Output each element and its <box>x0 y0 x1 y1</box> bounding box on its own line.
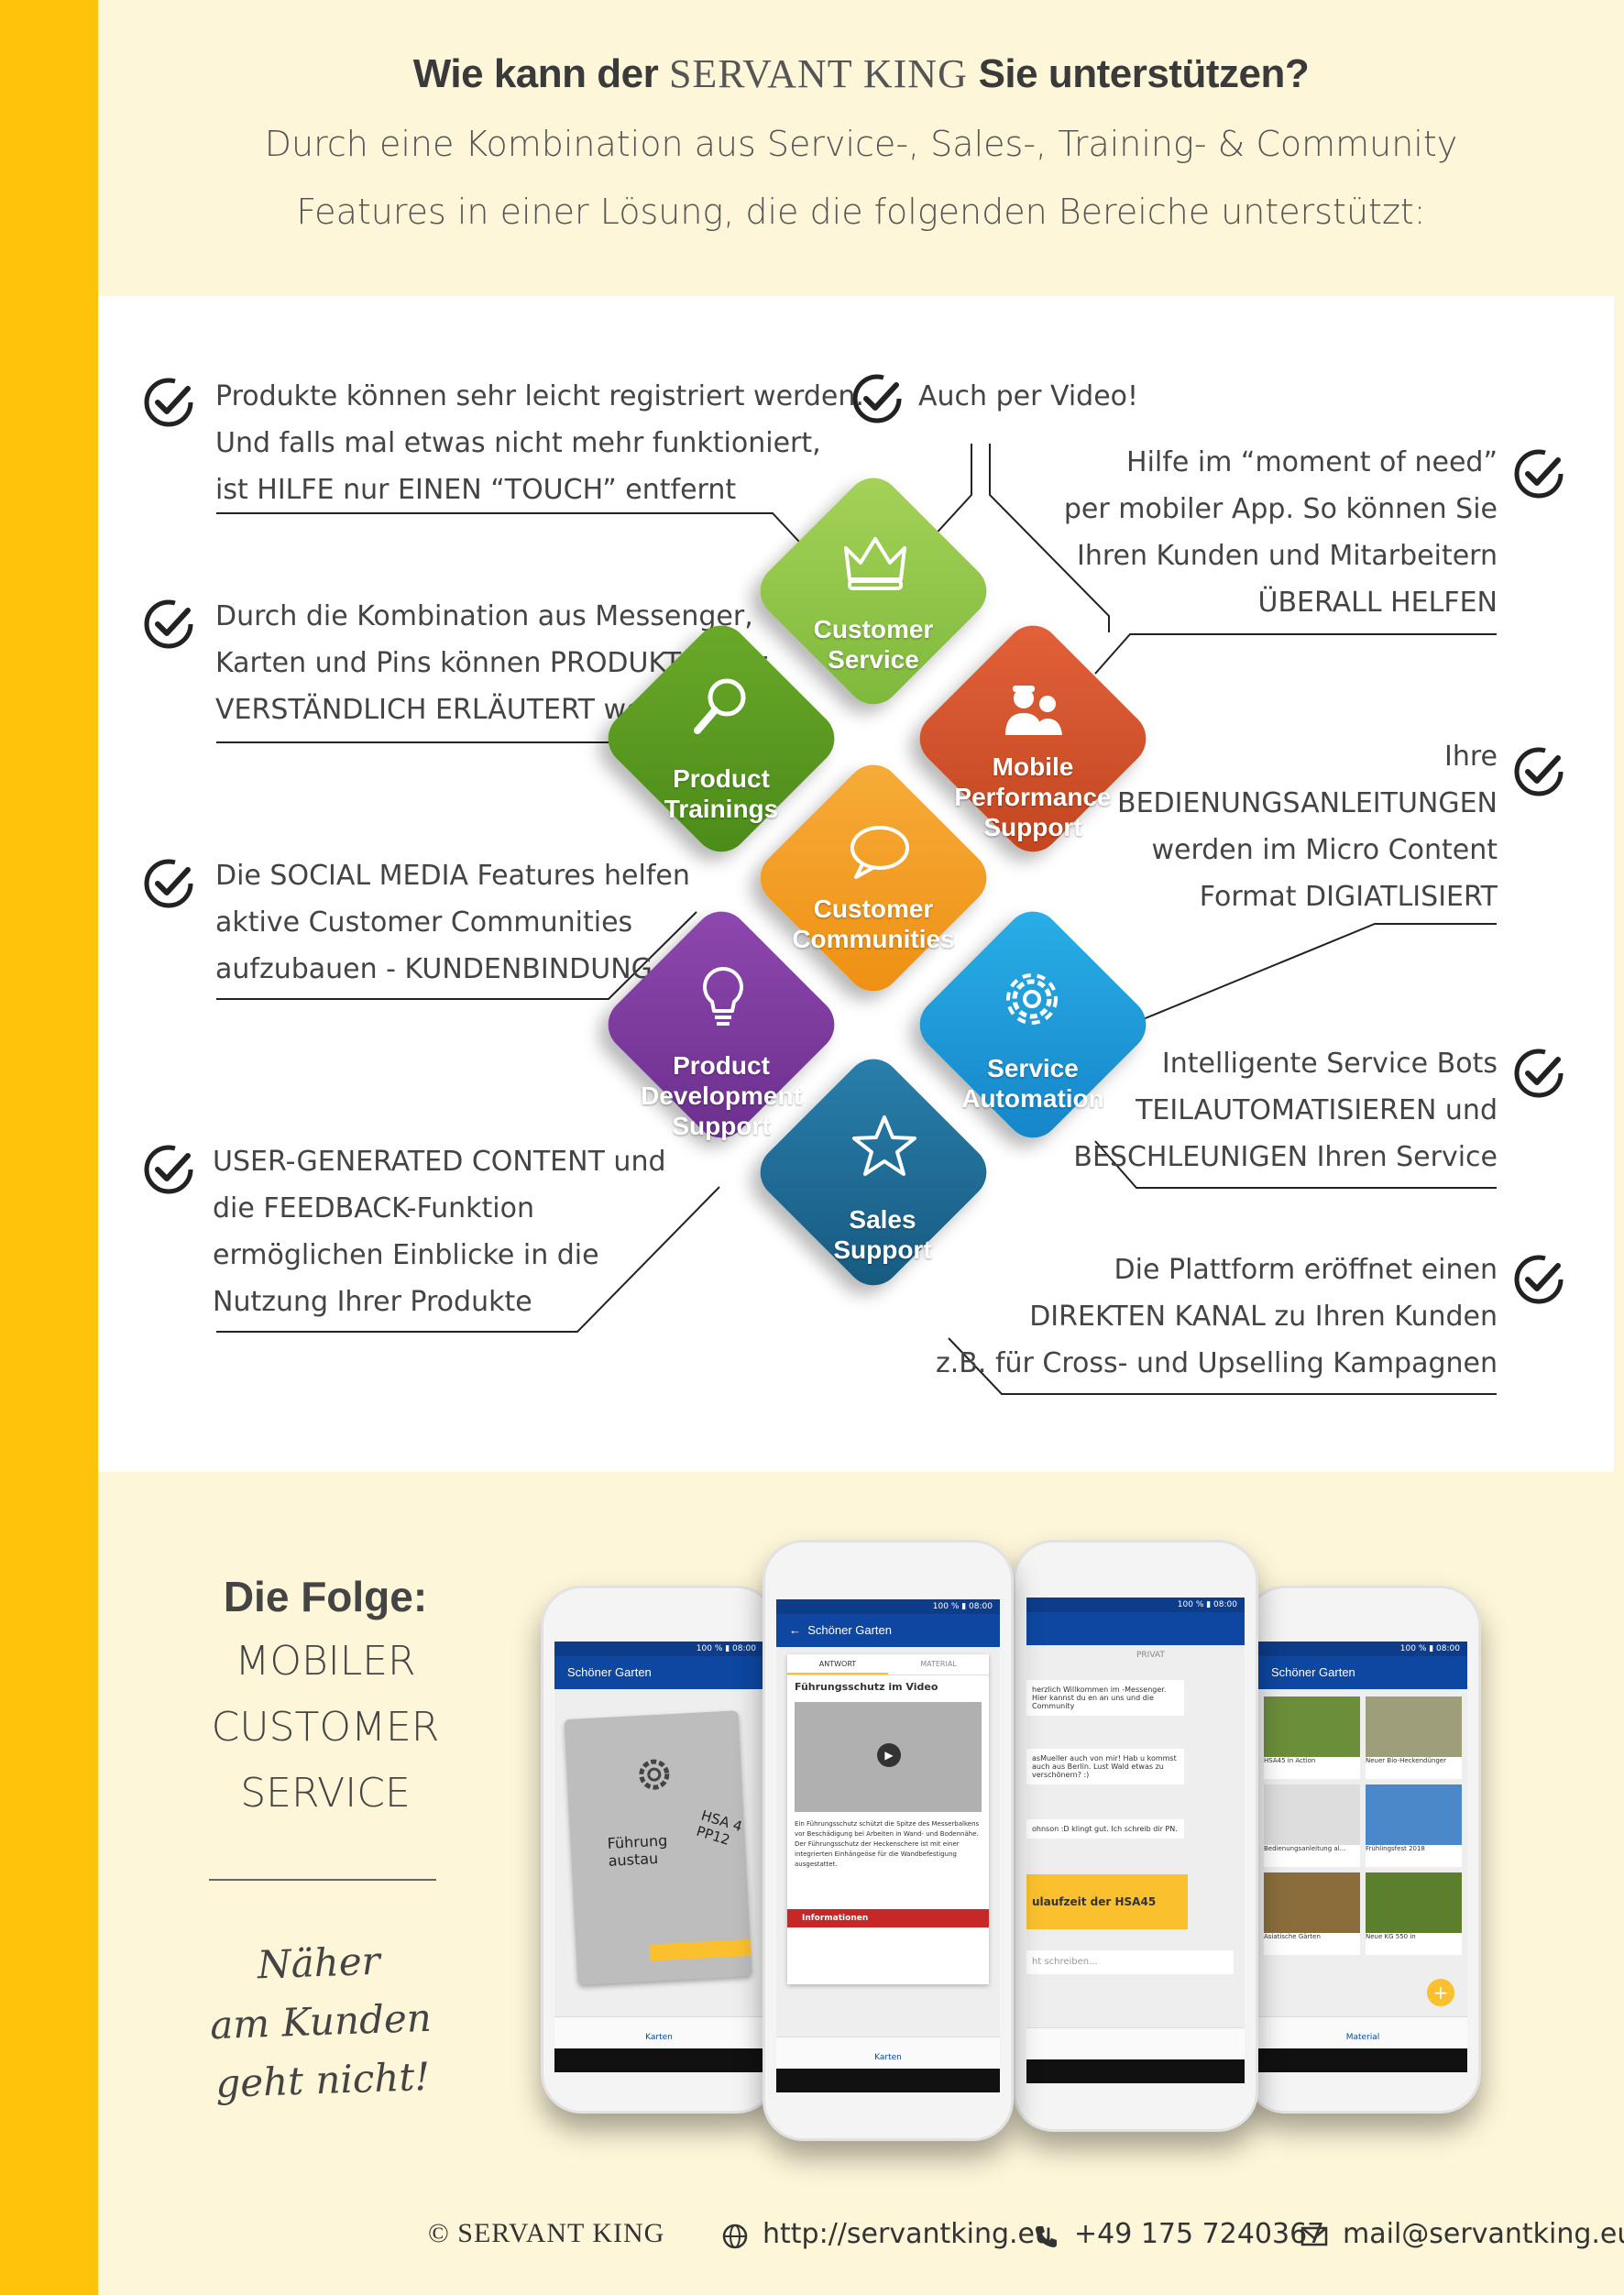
slogan: Näher am Kunden geht nicht! <box>209 1938 433 2107</box>
material-item[interactable]: Bedienungsanleitung al... <box>1264 1784 1360 1867</box>
message-bubble: ohnson :D klingt gut. Ich schreib dir PN… <box>1026 1819 1184 1839</box>
feature-social-media: Die SOCIAL MEDIA Features helfen aktive … <box>215 860 706 985</box>
bottom-navigation[interactable] <box>1026 2027 1245 2059</box>
tab-material[interactable]: MATERIAL <box>920 1660 957 1668</box>
check-icon <box>144 378 193 427</box>
check-icon <box>144 859 193 908</box>
page-subtitle: Durch eine Kombination aus Service-, Sal… <box>264 124 1458 232</box>
android-nav-bar[interactable] <box>1258 2048 1467 2072</box>
gear-icon <box>1006 973 1058 1025</box>
video-title: Führungsschutz im Video <box>795 1681 938 1693</box>
feature-manuals: Ihre BEDIENUNGSANLEITUNGEN werden im Mic… <box>1117 741 1498 913</box>
app-title: Schöner Garten <box>1258 1656 1467 1689</box>
app-title: ← Schöner Garten <box>776 1614 1000 1647</box>
feature-moment-of-need: Hilfe im “moment of need” per mobiler Ap… <box>1063 446 1498 619</box>
phone-screen: 100 % ▮ 08:00 ← Schöner Garten ANTWORT M… <box>776 1599 1000 2092</box>
phone-screen: 100 % ▮ 08:00 PRIVAT herzlich Willkommen… <box>1026 1598 1245 2083</box>
footer-brand: © SERVANT KING <box>428 2218 665 2248</box>
footer: © SERVANT KING http://servantking.eu +49… <box>98 2200 1624 2273</box>
content-card: ANTWORT MATERIAL Führungsschutz im Video… <box>787 1654 989 1984</box>
material-item[interactable]: Neuer Bio-Heckendünger <box>1366 1697 1462 1779</box>
divider <box>209 1879 436 1881</box>
page-header: Wie kann der SERVANT KING Sie unterstütz… <box>98 50 1624 246</box>
feature-registration: Produkte können sehr leicht registriert … <box>215 380 864 506</box>
android-nav-bar[interactable] <box>554 2048 763 2072</box>
app-title <box>1026 1612 1245 1645</box>
back-arrow-icon[interactable]: ← <box>789 1623 801 1637</box>
magnifier-icon <box>694 678 746 734</box>
message-bubble: asMueller auch von mir! Hab u kommst auc… <box>1026 1749 1184 1784</box>
app-title: Schöner Garten <box>554 1656 763 1689</box>
check-icon <box>144 1145 193 1194</box>
android-nav-bar[interactable] <box>1026 2059 1245 2083</box>
check-icon <box>1514 1049 1564 1098</box>
check-icon <box>852 374 902 423</box>
message-banner: ulaufzeit der HSA45 <box>1026 1874 1188 1929</box>
yellow-side-bar <box>0 0 98 2295</box>
bottom-navigation[interactable]: Karten <box>554 2016 763 2048</box>
result-title: Die Folge: <box>223 1573 428 1620</box>
message-input[interactable]: ht schreiben... <box>1026 1950 1234 1974</box>
tab-private[interactable]: PRIVAT <box>1136 1651 1165 1660</box>
phone-material: 100 % ▮ 08:00 Schöner Garten HSA45 in Ac… <box>1245 1586 1481 2114</box>
brand-name: SERVANT KING <box>668 51 968 96</box>
video-player[interactable]: ▶ <box>795 1702 982 1812</box>
phone-screen: 100 % ▮ 08:00 Schöner Garten HSA45 in Ac… <box>1258 1642 1467 2072</box>
result-section: Die Folge: MOBILER CUSTOMER SERVICE <box>174 1572 477 1827</box>
feature-direct-channel: Die Plattform eröffnet einen DIREKTEN KA… <box>936 1254 1498 1379</box>
page-title: Wie kann der SERVANT KING Sie unterstütz… <box>412 51 1310 96</box>
bottom-navigation[interactable]: Material <box>1258 2016 1467 2048</box>
phone-icon <box>1036 2226 1057 2247</box>
feature-video: Auch per Video! <box>918 380 1139 412</box>
bottom-navigation[interactable]: Karten <box>776 2037 1000 2069</box>
chat-bubble-icon <box>850 826 909 879</box>
workers-icon <box>1005 686 1062 735</box>
android-nav-bar[interactable] <box>776 2069 1000 2092</box>
lightbulb-icon <box>703 967 743 1026</box>
footer-mail[interactable]: mail@servantking.eu <box>1343 2218 1624 2250</box>
tab-answer[interactable]: ANTWORT <box>787 1654 888 1675</box>
phone-video: 100 % ▮ 08:00 ← Schöner Garten ANTWORT M… <box>763 1540 1014 2141</box>
check-icon <box>1514 449 1564 499</box>
crown-icon <box>844 537 906 590</box>
star-icon <box>852 1115 916 1176</box>
material-grid: HSA45 in Action Neuer Bio-Heckendünger B… <box>1264 1697 1462 1955</box>
material-item[interactable]: Frühlingsfest 2018 <box>1366 1784 1462 1867</box>
material-item[interactable]: HSA45 in Action <box>1264 1697 1360 1779</box>
mail-icon <box>1300 2226 1328 2246</box>
card-yellow-tab <box>649 1938 752 1961</box>
result-lines: MOBILER CUSTOMER SERVICE <box>211 1638 440 1817</box>
material-item[interactable]: Neue KG 550 in <box>1366 1872 1462 1955</box>
feature-service-bots: Intelligente Service Bots TEILAUTOMATISI… <box>1073 1048 1498 1173</box>
check-icon <box>1514 1255 1564 1304</box>
video-description: Ein Führungsschutz schützt die Spitze de… <box>795 1820 980 1868</box>
check-icon <box>1514 747 1564 796</box>
globe-icon <box>722 2224 748 2249</box>
phone-messenger: 100 % ▮ 08:00 PRIVAT herzlich Willkommen… <box>1013 1540 1258 2132</box>
add-fab-button[interactable]: + <box>1427 1979 1454 2006</box>
footer-url[interactable]: http://servantking.eu <box>763 2218 1053 2250</box>
material-item[interactable]: Asiatische Gärten <box>1264 1872 1360 1955</box>
feature-user-content: USER-GENERATED CONTENT und die FEEDBACK-… <box>213 1146 666 1318</box>
message-bubble: herzlich Willkommen im -Messenger. Hier … <box>1026 1680 1184 1716</box>
footer-phone[interactable]: +49 175 7240367 <box>1074 2218 1325 2250</box>
play-icon[interactable]: ▶ <box>877 1743 901 1767</box>
gear-icon <box>639 1759 670 1790</box>
info-bar[interactable]: Informationen <box>787 1909 989 1927</box>
check-icon <box>144 599 193 649</box>
